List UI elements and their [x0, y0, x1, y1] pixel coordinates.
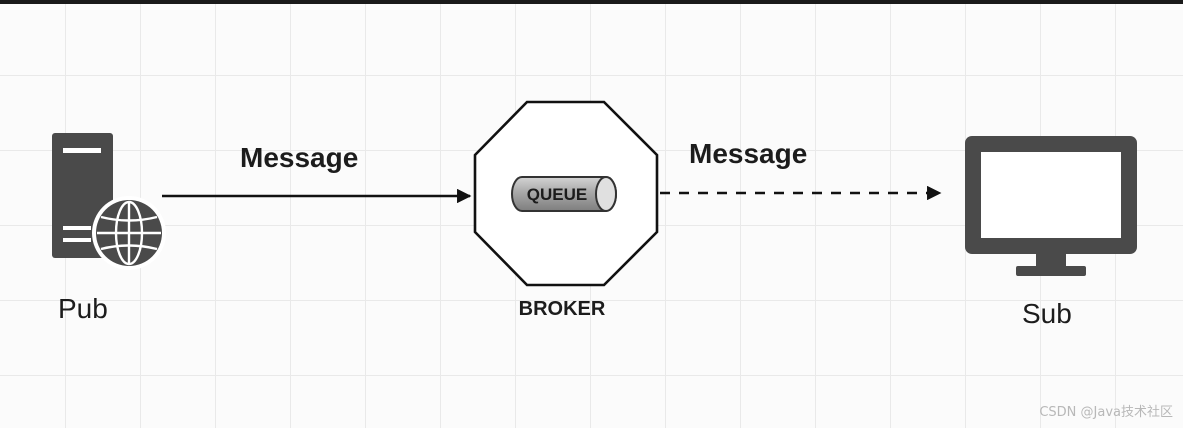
watermark: CSDN @Java技术社区 [1039, 405, 1173, 420]
queue-label: QUEUE [527, 185, 587, 204]
top-border [0, 0, 1183, 4]
pub-label: Pub [58, 293, 108, 324]
monitor-icon [965, 136, 1137, 276]
edge-label-broker-to-sub: Message [689, 138, 807, 169]
queue-cylinder-icon [511, 176, 617, 212]
sub-label: Sub [1022, 298, 1072, 329]
server-globe-icon [52, 133, 166, 270]
edge-label-pub-to-broker: Message [240, 142, 358, 173]
broker-label: BROKER [519, 298, 606, 320]
